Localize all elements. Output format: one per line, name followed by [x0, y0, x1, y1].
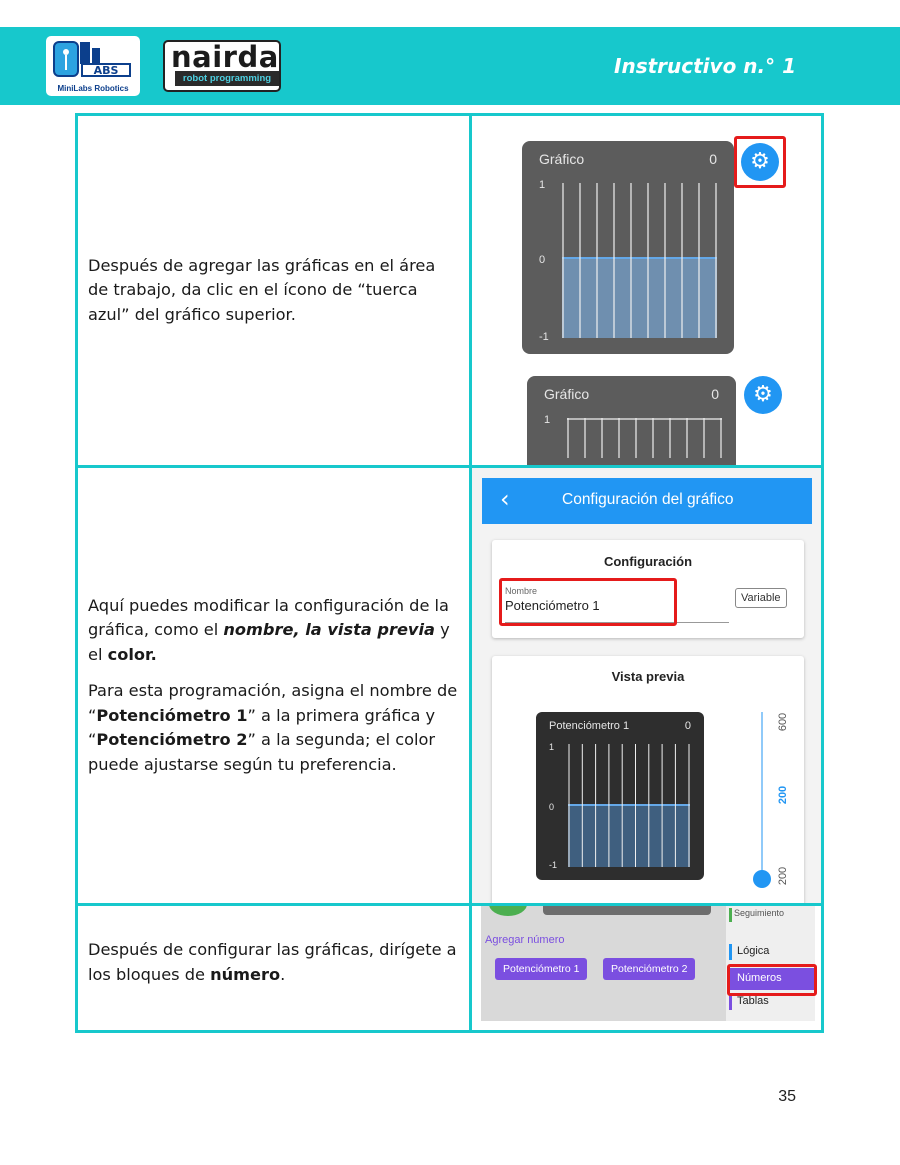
- preview-heading: Vista previa: [611, 669, 685, 684]
- preview-graph-value: 0: [684, 720, 691, 732]
- text-span: Después de configurar las gráficas, dirí…: [88, 940, 457, 984]
- category-numbers-bg[interactable]: [729, 968, 815, 990]
- graph-widget-bottom: Gráfico 0 1: [527, 376, 736, 465]
- y-label-min: -1: [539, 331, 549, 343]
- block-group-label: Agregar número: [485, 934, 565, 946]
- nairda-logo: nairda robot programming: [163, 40, 281, 92]
- text-span: ” a la primera gráfica y “: [88, 705, 436, 750]
- slider-label-bottom: 200: [777, 866, 790, 886]
- instruction-text-cell: Aquí puedes modificar la configuración d…: [78, 468, 472, 903]
- preview-graph-title: Potenciómetro 1: [549, 720, 630, 732]
- text-span: y el: [88, 620, 450, 664]
- table-row: Aquí puedes modificar la configuración d…: [78, 468, 821, 906]
- preview-graph: Potenciómetro 1 0 1 0 -1: [536, 712, 704, 880]
- variable-button[interactable]: Variable: [735, 588, 787, 608]
- nairda-logo-tag: robot programming: [175, 71, 279, 86]
- name-field-value[interactable]: Potenciómetro 1: [505, 598, 600, 613]
- text-span: Para esta programación, asigna el nombre…: [88, 681, 458, 725]
- gear-icon[interactable]: ⚙: [744, 376, 782, 414]
- category-color: [729, 944, 732, 960]
- text-bold: Potenciómetro 1: [96, 705, 248, 725]
- graph-widget-top: Gráfico 0 1 0 -1: [522, 141, 734, 354]
- y-label-min: -1: [549, 860, 558, 870]
- text-span: Aquí puedes modificar la configuración d…: [88, 595, 449, 640]
- slider-handle[interactable]: [753, 870, 771, 888]
- category-color: [729, 908, 732, 922]
- instruction-text-cell: Después de configurar las gráficas, dirí…: [78, 906, 472, 1030]
- toolbar-button: [489, 906, 527, 916]
- instruction-table: Después de agregar las gráficas en el ár…: [75, 113, 824, 1033]
- y-label-max: 1: [539, 179, 546, 191]
- category-top[interactable]: Seguimiento: [734, 908, 785, 918]
- instruction-text: Para esta programación, asigna el nombre…: [88, 679, 459, 777]
- category-logic[interactable]: Lógica: [737, 945, 770, 957]
- text-bold: color.: [107, 644, 157, 664]
- block-potentiometer-2[interactable]: Potenciómetro 2: [603, 958, 696, 980]
- document-title: Instructivo n.° 1: [614, 54, 796, 78]
- graph-title: Gráfico: [544, 386, 590, 402]
- table-row: Después de agregar las gráficas en el ár…: [78, 116, 821, 468]
- category-color: [729, 994, 732, 1010]
- slider-track[interactable]: [761, 712, 763, 882]
- block-potentiometer-1[interactable]: Potenciómetro 1: [495, 958, 588, 980]
- category-sidebar: [726, 906, 815, 1021]
- text-span: ” a la segunda; el color puede ajustarse…: [88, 730, 436, 774]
- y-label-mid: 0: [549, 802, 555, 812]
- graph-grid: [562, 183, 717, 338]
- svg-text:ABS: ABS: [94, 64, 119, 77]
- y-label-max: 1: [549, 742, 555, 752]
- field-underline: [505, 622, 729, 623]
- page-header: ABS MiniLabs Robotics nairda robot progr…: [0, 27, 900, 105]
- name-highlight-box: [499, 578, 677, 626]
- app-bar-title: Configuración del gráfico: [562, 491, 734, 508]
- gear-icon[interactable]: ⚙: [741, 143, 779, 181]
- instruction-text: Aquí puedes modificar la configuración d…: [88, 594, 459, 668]
- minilabs-logo-text: MiniLabs Robotics: [57, 84, 129, 93]
- preview-grid: [568, 744, 690, 867]
- page-number: 35: [778, 1088, 796, 1105]
- graph-value: 0: [709, 151, 717, 167]
- screenshot-config: ‹ Configuración del gráfico Configuració…: [472, 468, 821, 903]
- config-card: Configuración Nombre Potenciómetro 1 Var…: [492, 540, 804, 638]
- text-span: .: [280, 964, 286, 984]
- blocks-workspace: Agregar número Potenciómetro 1 Potencióm…: [481, 906, 815, 1021]
- y-label-mid: 0: [539, 254, 546, 266]
- graph-value: 0: [711, 386, 719, 402]
- name-field-label: Nombre: [505, 586, 538, 596]
- y-label-max: 1: [544, 414, 551, 426]
- toolbar-bar: [543, 906, 711, 915]
- nairda-logo-word: nairda: [171, 40, 279, 74]
- text-emphasis: nombre, la vista previa: [223, 620, 435, 640]
- category-tables[interactable]: Tablas: [737, 995, 769, 1007]
- app-bar: ‹ Configuración del gráfico: [482, 478, 812, 524]
- slider-label-top: 600: [777, 712, 790, 732]
- graph-title: Gráfico: [539, 151, 585, 167]
- minilabs-logo-mark: ABS: [53, 41, 131, 77]
- instruction-text: Después de agregar las gráficas en el ár…: [88, 255, 436, 324]
- minilabs-logo: ABS MiniLabs Robotics: [46, 36, 140, 96]
- text-bold: Potenciómetro 2: [96, 730, 248, 750]
- slider-label-current: 200: [777, 785, 790, 805]
- instruction-text-cell: Después de agregar las gráficas en el ár…: [78, 116, 472, 465]
- config-heading: Configuración: [603, 554, 693, 569]
- instruction-text: Después de configurar las gráficas, dirí…: [88, 938, 459, 987]
- graph-grid: [567, 418, 722, 458]
- category-numbers[interactable]: Números: [737, 972, 782, 984]
- numbers-highlight-box: [727, 964, 817, 996]
- preview-card: Vista previa Potenciómetro 1 0 1 0 -1: [492, 656, 804, 903]
- screenshot-graphs: Gráfico 0 1 0 -1 ⚙: [472, 116, 821, 465]
- text-bold: número: [210, 964, 281, 984]
- table-row: Después de configurar las gráficas, dirí…: [78, 906, 821, 1030]
- screenshot-blocks: Agregar número Potenciómetro 1 Potencióm…: [472, 906, 821, 1030]
- chevron-left-icon[interactable]: ‹: [500, 485, 510, 513]
- gear-highlight-box: [734, 136, 786, 188]
